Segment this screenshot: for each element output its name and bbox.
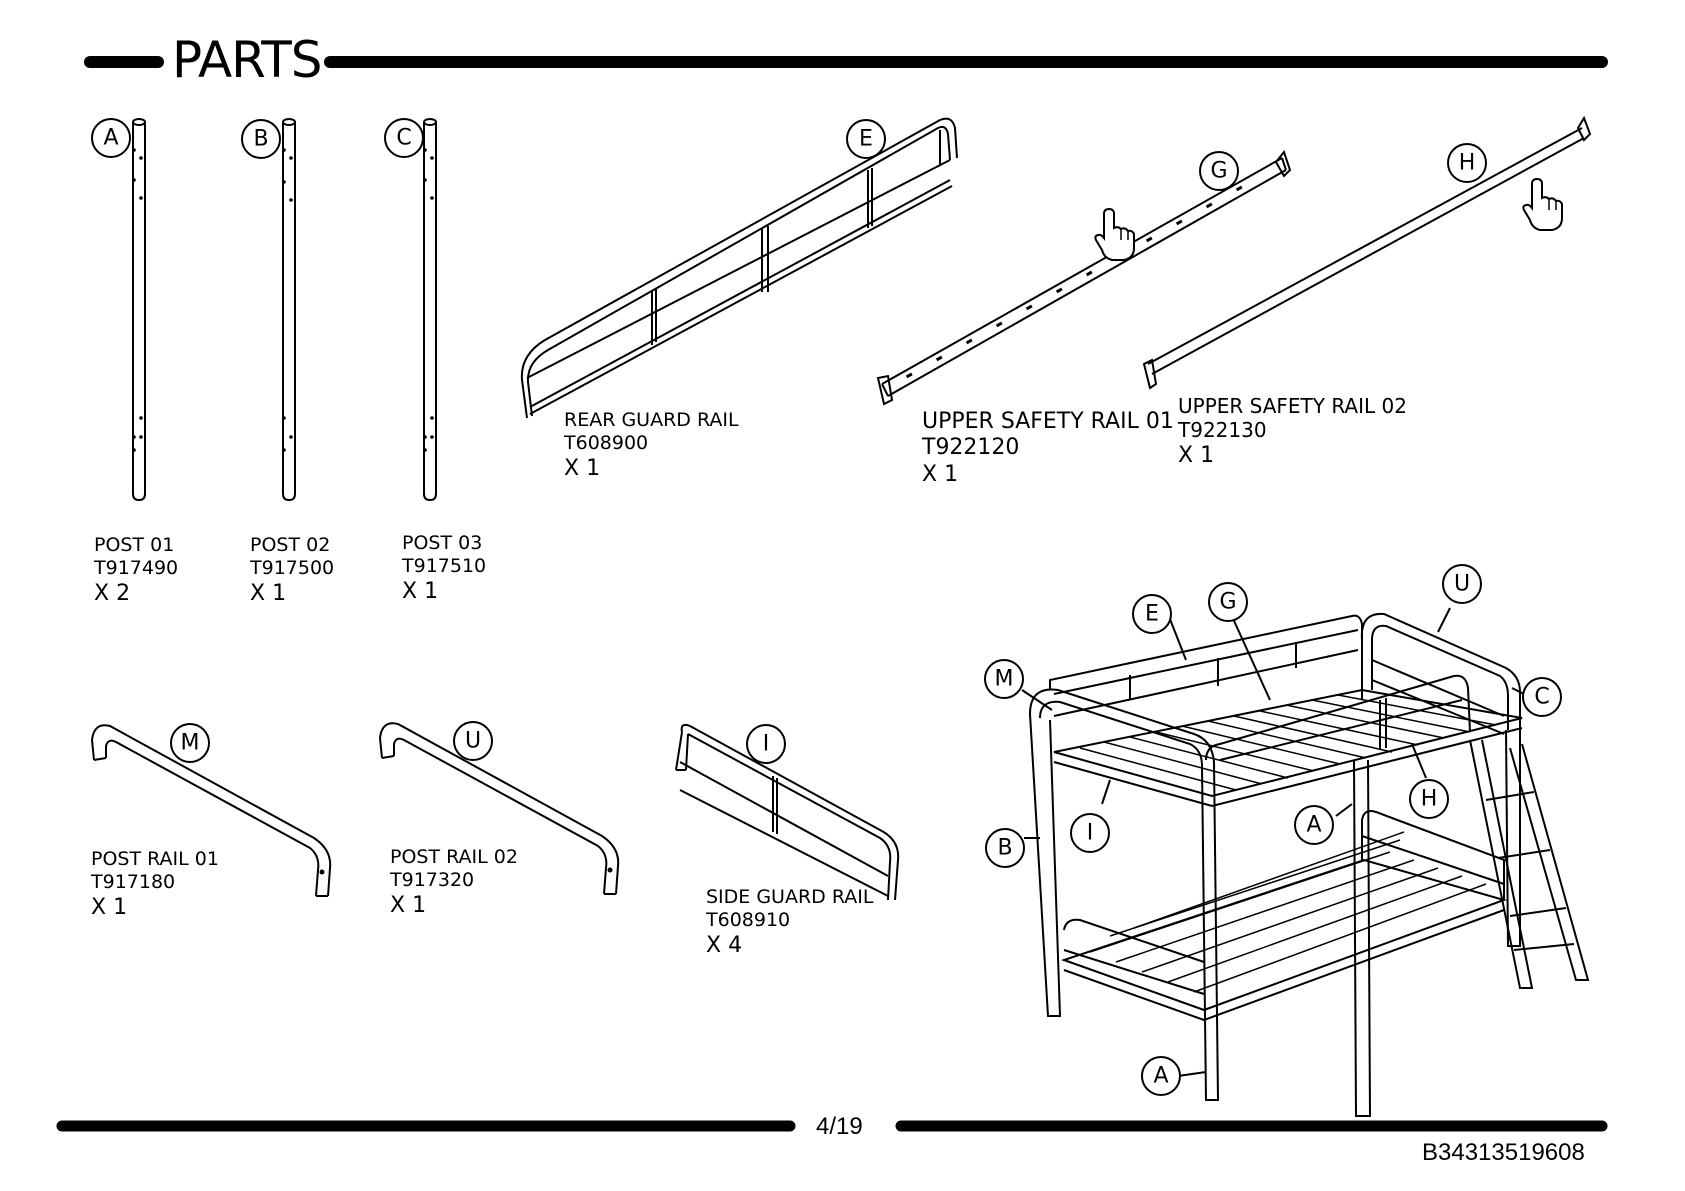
callout-c: C bbox=[396, 126, 411, 151]
part-code: T922120 bbox=[922, 435, 1174, 461]
part-qty: X 1 bbox=[91, 894, 219, 921]
assembly-callout-b: B bbox=[997, 836, 1012, 861]
part-code: T922130 bbox=[1178, 418, 1407, 442]
part-qty: X 1 bbox=[1178, 442, 1407, 469]
callout-u: U bbox=[465, 729, 481, 754]
part-label-upper-safety-rail-02: UPPER SAFETY RAIL 02 T922130 X 1 bbox=[1178, 394, 1407, 469]
part-label-rear-guard-rail: REAR GUARD RAIL T608900 X 1 bbox=[564, 409, 739, 482]
part-qty: X 2 bbox=[94, 580, 178, 607]
part-code: T917490 bbox=[94, 557, 178, 580]
part-name: POST 02 bbox=[250, 534, 334, 557]
part-code: T608900 bbox=[564, 432, 739, 455]
part-label-upper-safety-rail-01: UPPER SAFETY RAIL 01 T922120 X 1 bbox=[922, 409, 1174, 488]
assembly-callout-a-upper: A bbox=[1306, 813, 1321, 838]
assembly-callout-h: H bbox=[1421, 787, 1438, 812]
part-label-post-rail-01: POST RAIL 01 T917180 X 1 bbox=[91, 848, 219, 921]
callout-m: M bbox=[181, 731, 200, 756]
part-qty: X 1 bbox=[564, 455, 739, 482]
part-name: POST RAIL 02 bbox=[390, 846, 518, 869]
assembly-callout-m: M bbox=[995, 667, 1014, 692]
callout-h: H bbox=[1459, 151, 1476, 176]
part-name: UPPER SAFETY RAIL 02 bbox=[1178, 394, 1407, 418]
callout-b: B bbox=[253, 127, 268, 152]
part-name: UPPER SAFETY RAIL 01 bbox=[922, 409, 1174, 435]
assembly-callout-u: U bbox=[1454, 572, 1470, 597]
part-qty: X 1 bbox=[390, 892, 518, 919]
document-id: B34313519608 bbox=[1422, 1138, 1585, 1168]
part-label-post-03: POST 03 T917510 X 1 bbox=[402, 532, 486, 605]
part-qty: X 1 bbox=[250, 580, 334, 607]
part-code: T917500 bbox=[250, 557, 334, 580]
assembly-callout-e: E bbox=[1145, 602, 1159, 627]
part-code: T917180 bbox=[91, 871, 219, 894]
part-code: T917320 bbox=[390, 869, 518, 892]
part-name: POST 03 bbox=[402, 532, 486, 555]
assembly-callout-i: I bbox=[1087, 821, 1094, 846]
assembly-callout-g: G bbox=[1219, 590, 1236, 615]
part-qty: X 1 bbox=[402, 578, 486, 605]
callout-g: G bbox=[1210, 159, 1227, 184]
part-label-side-guard-rail: SIDE GUARD RAIL T608910 X 4 bbox=[706, 886, 873, 959]
assembly-callout-c: C bbox=[1534, 685, 1549, 710]
callout-a: A bbox=[103, 126, 118, 151]
part-name: SIDE GUARD RAIL bbox=[706, 886, 873, 909]
part-code: T917510 bbox=[402, 555, 486, 578]
part-name: REAR GUARD RAIL bbox=[564, 409, 739, 432]
callout-i: I bbox=[763, 732, 770, 757]
assembly-callout-a-lower: A bbox=[1153, 1064, 1168, 1089]
part-label-post-rail-02: POST RAIL 02 T917320 X 1 bbox=[390, 846, 518, 919]
part-qty: X 4 bbox=[706, 932, 873, 959]
part-label-post-02: POST 02 T917500 X 1 bbox=[250, 534, 334, 607]
part-code: T608910 bbox=[706, 909, 873, 932]
part-qty: X 1 bbox=[922, 461, 1174, 488]
part-name: POST 01 bbox=[94, 534, 178, 557]
callout-e: E bbox=[859, 127, 873, 152]
part-label-post-01: POST 01 T917490 X 2 bbox=[94, 534, 178, 607]
part-name: POST RAIL 01 bbox=[91, 848, 219, 871]
page-number: 4/19 bbox=[816, 1112, 863, 1142]
